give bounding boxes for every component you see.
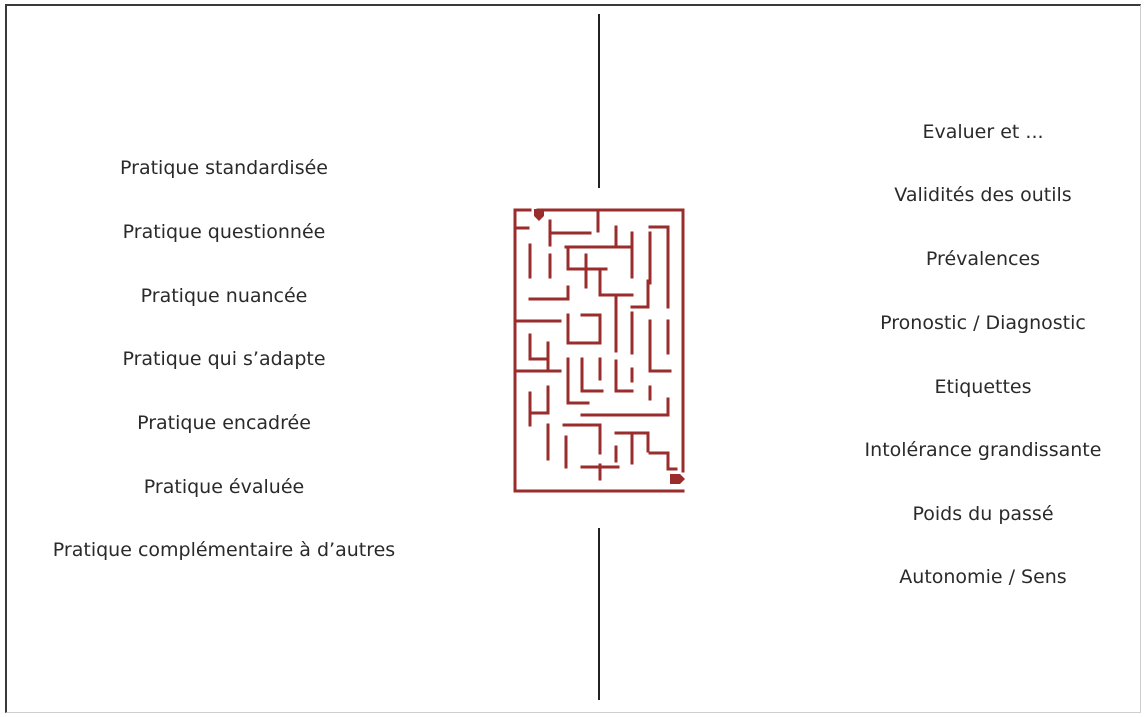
left-item-nuancee: Pratique nuancée — [140, 285, 308, 307]
right-item-evaluer: Evaluer et ... — [922, 121, 1044, 143]
right-item-pronostic: Pronostic / Diagnostic — [880, 312, 1086, 334]
maze-icon — [513, 208, 685, 493]
left-item-encadree: Pratique encadrée — [137, 412, 311, 434]
right-item-intolerance: Intolérance grandissante — [864, 439, 1102, 461]
center-divider-top — [598, 14, 600, 188]
left-item-standardisee: Pratique standardisée — [120, 157, 328, 179]
right-item-poids: Poids du passé — [912, 503, 1054, 525]
right-item-prevalences: Prévalences — [925, 248, 1041, 270]
left-item-complementaire: Pratique complémentaire à d’autres — [52, 539, 396, 561]
right-item-validites: Validités des outils — [894, 184, 1072, 206]
left-item-adapte: Pratique qui s’adapte — [122, 348, 326, 370]
center-divider-bottom — [598, 528, 600, 700]
diagram-frame — [5, 4, 1141, 713]
left-item-questionnee: Pratique questionnée — [122, 221, 326, 243]
right-item-etiquettes: Etiquettes — [934, 376, 1032, 398]
left-item-evaluee: Pratique évaluée — [143, 476, 305, 498]
right-item-autonomie: Autonomie / Sens — [899, 566, 1067, 588]
